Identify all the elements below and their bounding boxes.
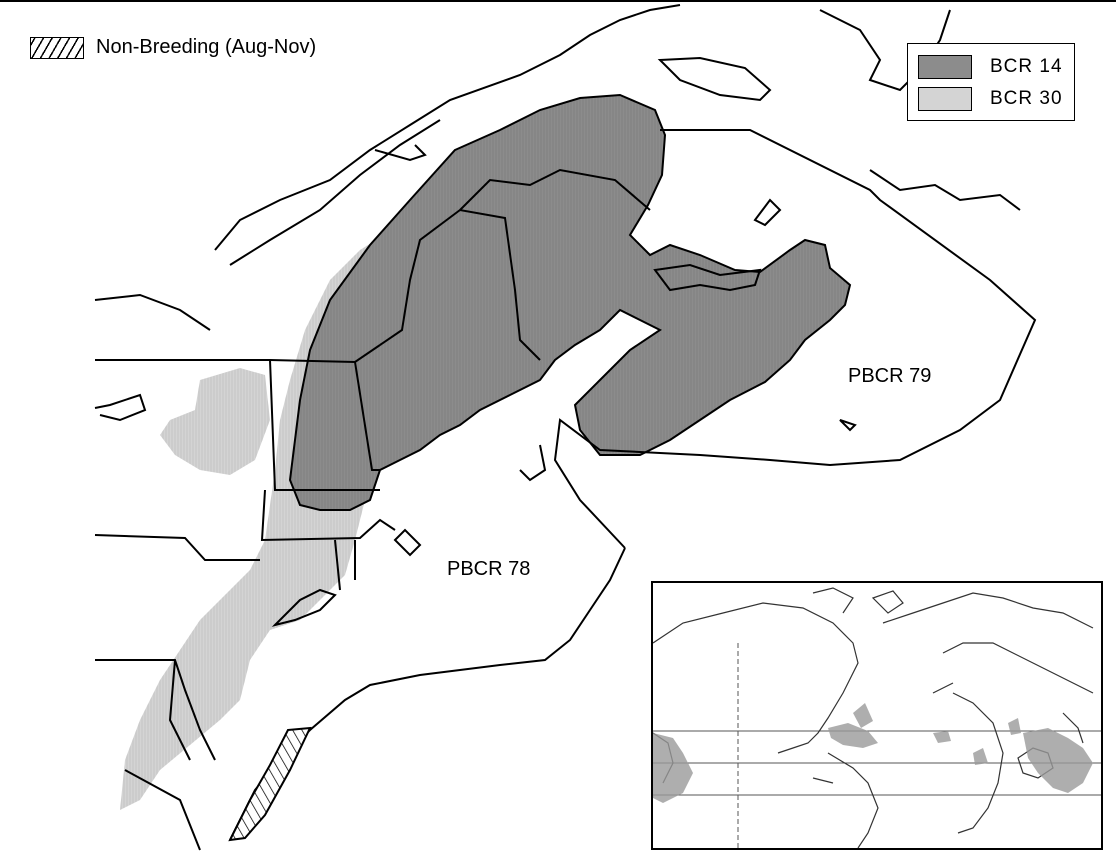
legend-item-bcr30: BCR 30 [918, 85, 1063, 113]
world-inset-map [651, 581, 1103, 850]
bcr14-label: BCR 14 [990, 56, 1063, 77]
pbcr78-label: PBCR 78 [447, 558, 530, 580]
bcr-legend: BCR 14 BCR 30 [907, 43, 1075, 121]
bcr14-swatch [918, 55, 972, 79]
non-breeding-label: Non-Breeding (Aug-Nov) [96, 36, 317, 58]
bcr14-region [288, 93, 852, 511]
non-breeding-swatch [30, 36, 84, 59]
legend-item-bcr14: BCR 14 [918, 53, 1063, 81]
bcr30-swatch [918, 87, 972, 111]
bcr30-label: BCR 30 [990, 88, 1063, 109]
pbcr79-boundary [553, 129, 1037, 549]
bcr30-ny-patch [160, 368, 270, 475]
pbcr79-label: PBCR 79 [848, 365, 931, 387]
world-inset-svg [653, 587, 1101, 848]
state-borders [94, 168, 651, 851]
inset-range-areas [653, 703, 1093, 803]
non-breeding-legend: Non-Breeding (Aug-Nov) [30, 36, 316, 59]
non-breeding-area [228, 726, 312, 842]
